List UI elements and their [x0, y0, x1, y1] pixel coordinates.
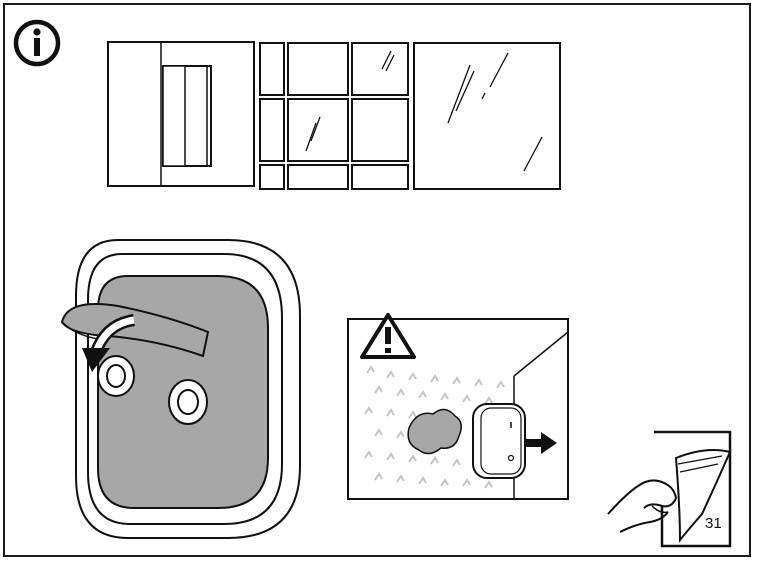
screw-hole-left	[97, 355, 135, 397]
warning-triangle-icon	[360, 313, 416, 359]
switch-back-adhesive-illustration	[60, 239, 301, 539]
turn-page-hand-icon	[607, 430, 732, 548]
info-icon	[13, 19, 61, 67]
page-number: 31	[705, 515, 722, 532]
torn-wallpaper	[407, 408, 462, 455]
wallpaper-pattern	[364, 365, 505, 489]
curved-arrow-icon	[82, 314, 136, 372]
screw-hole-right	[168, 379, 208, 425]
instruction-page-frame	[3, 3, 751, 557]
tiled-wall-panel	[259, 42, 409, 190]
right-arrow-icon	[525, 432, 557, 454]
glass-pane-panel	[413, 42, 561, 190]
smooth-wall-with-switch-panel	[107, 41, 255, 187]
